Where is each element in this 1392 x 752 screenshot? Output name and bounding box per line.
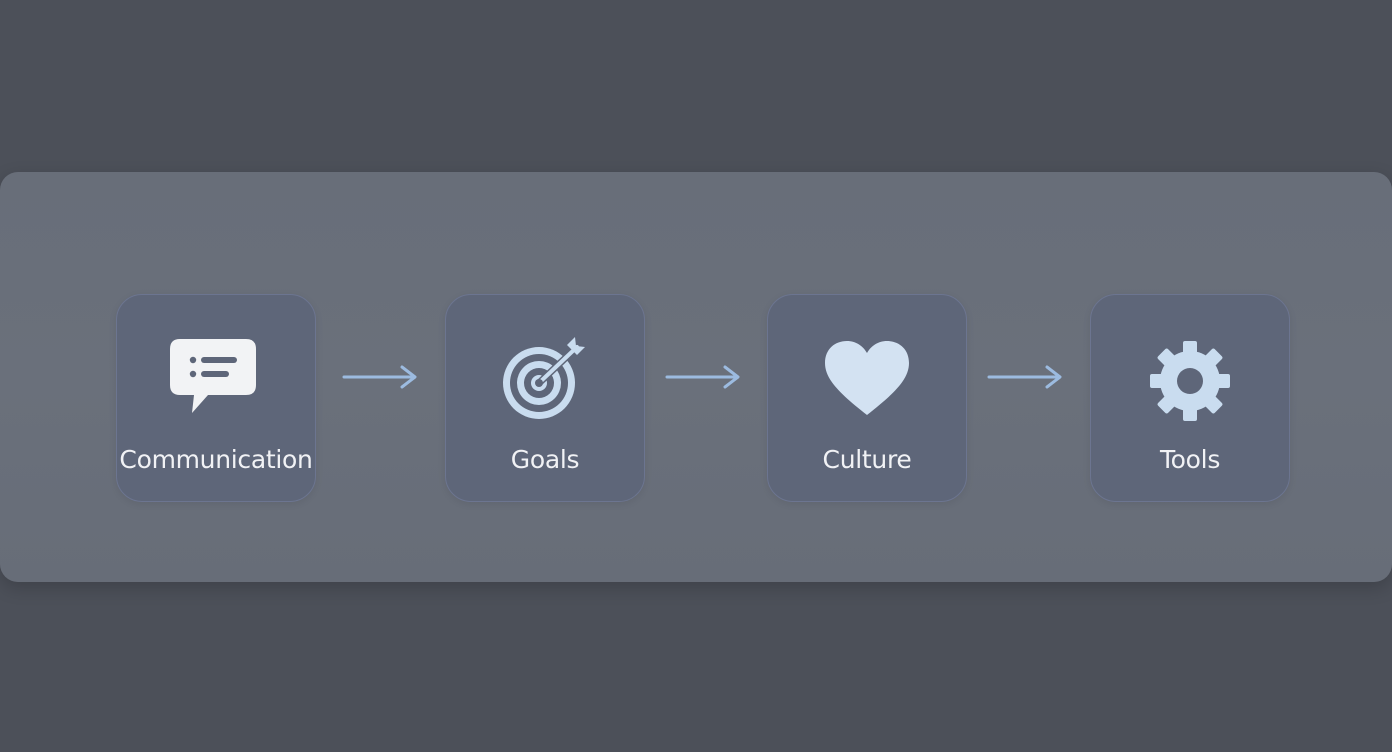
flow-panel: Communication Goals: [0, 172, 1392, 582]
step-card-culture: Culture: [767, 294, 967, 502]
arrow-right-icon: [342, 365, 417, 389]
step-label-communication: Communication: [119, 445, 313, 474]
step-label-tools: Tools: [1159, 445, 1221, 474]
step-card-communication: Communication: [116, 294, 316, 502]
step-label-goals: Goals: [510, 445, 580, 474]
chat-bubble-icon: [168, 335, 264, 423]
heart-icon: [819, 335, 915, 423]
arrow-right-icon: [987, 365, 1062, 389]
step-label-culture: Culture: [822, 445, 912, 474]
step-card-tools: Tools: [1090, 294, 1290, 502]
arrow-right-icon: [665, 365, 740, 389]
target-icon: [497, 335, 593, 423]
step-card-goals: Goals: [445, 294, 645, 502]
gear-icon: [1142, 335, 1238, 423]
